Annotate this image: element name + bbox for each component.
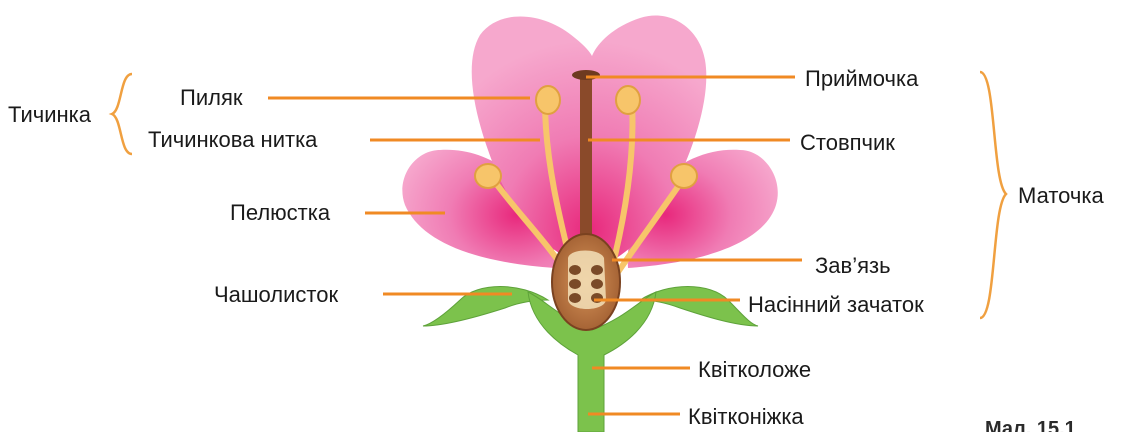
stamen-bracket xyxy=(112,74,132,154)
label-pedicel: Квітконіжка xyxy=(688,404,804,430)
label-filament: Тичинкова нитка xyxy=(148,127,317,153)
sepal-right xyxy=(640,287,758,327)
label-anther: Пиляк xyxy=(180,85,242,111)
label-receptacle: Квітколоже xyxy=(698,357,811,383)
label-ovary: Зав’язь xyxy=(815,253,891,279)
label-pistil: Маточка xyxy=(1018,183,1104,209)
figure-caption: Мал. 15.1 xyxy=(985,418,1076,432)
label-style: Стовпчик xyxy=(800,130,895,156)
style xyxy=(580,74,592,244)
label-sepal: Чашолисток xyxy=(214,282,338,308)
label-stigma: Приймочка xyxy=(805,66,918,92)
label-stamen: Тичинка xyxy=(8,102,91,128)
label-petal: Пелюстка xyxy=(230,200,330,226)
pistil-bracket xyxy=(980,72,1006,318)
label-ovule: Насінний зачаток xyxy=(748,292,924,318)
